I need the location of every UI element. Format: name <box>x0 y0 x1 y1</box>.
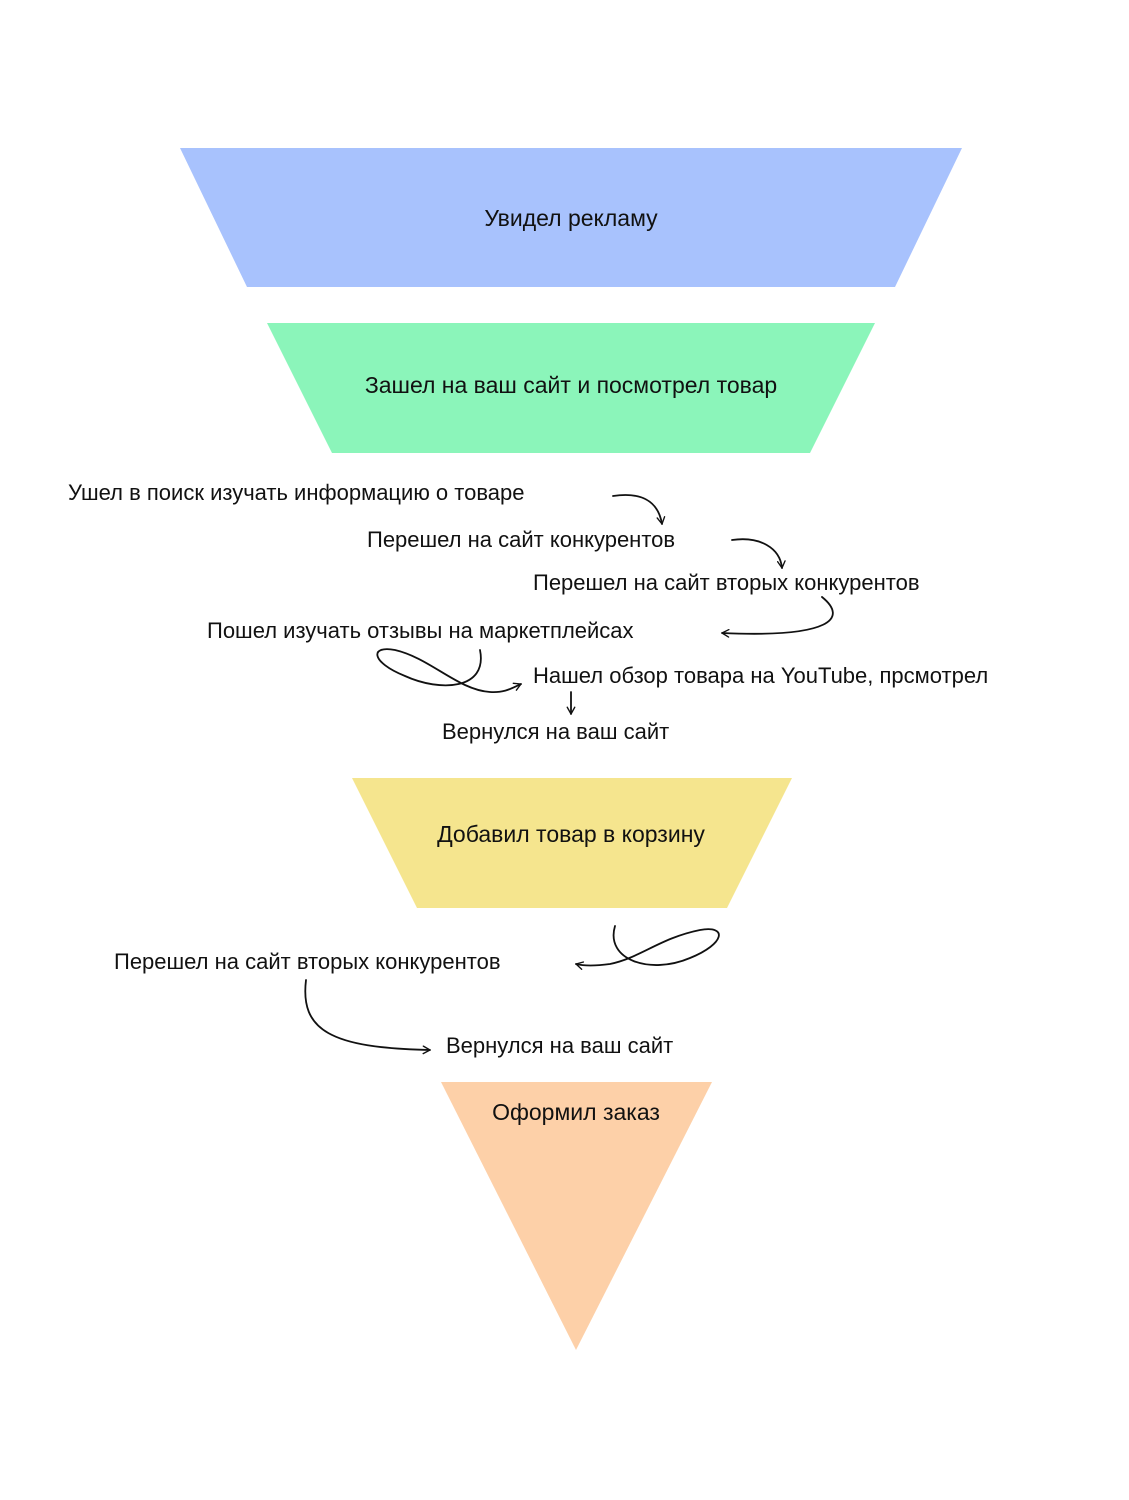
arrow-search-to-competitors <box>612 494 666 525</box>
arrow-competitors-to-second-competitors <box>731 538 786 569</box>
stage-4-label: Оформил заказ <box>492 1099 660 1125</box>
stage-1-label: Увидел рекламу <box>484 205 658 231</box>
stage-3-label: Добавил товар в корзину <box>437 821 705 847</box>
stage-2-label: Зашел на ваш сайт и посмотрел товар <box>364 372 778 398</box>
step-competitor-site: Перешел на сайт конкурентов <box>367 527 676 552</box>
step-second-competitor-site: Перешел на сайт вторых конкурентов <box>533 570 920 595</box>
stage-3-shape <box>352 778 792 908</box>
stage-1-shape <box>180 148 962 287</box>
stage-4-shape <box>441 1082 712 1350</box>
step-return-to-site-2: Вернулся на ваш сайт <box>446 1033 674 1058</box>
step-second-competitor-site-2: Перешел на сайт вторых конкурентов <box>114 949 501 974</box>
step-youtube-review: Нашел обзор товара на YouTube, прсмотрел <box>533 663 989 688</box>
arrow-competitors-to-return <box>304 979 431 1055</box>
step-marketplace-reviews: Пошел изучать отзывы на маркетплейсах <box>207 618 634 643</box>
arrow-cart-loop-to-competitors <box>575 925 720 970</box>
arrow-second-competitors-to-reviews <box>721 596 834 638</box>
stage-2-shape <box>267 323 875 453</box>
arrow-reviews-loop-to-youtube <box>376 648 522 694</box>
step-search-info: Ушел в поиск изучать информацию о товаре <box>68 480 525 505</box>
step-return-to-site: Вернулся на ваш сайт <box>442 719 670 744</box>
